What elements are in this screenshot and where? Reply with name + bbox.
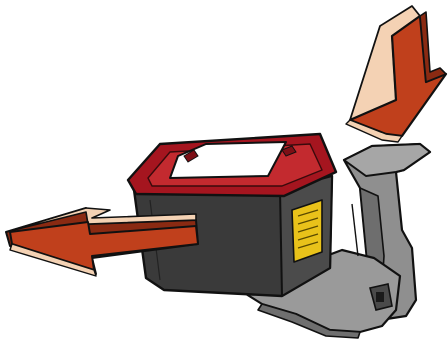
press-down-arrow-icon [346,6,446,142]
